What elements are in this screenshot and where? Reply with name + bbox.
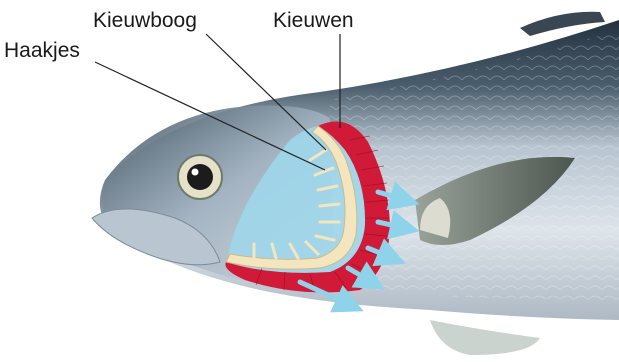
label-haakjes: Haakjes [4,40,80,61]
label-kieuwboog: Kieuwboog [93,10,197,31]
label-kieuwen: Kieuwen [273,10,354,31]
pelvic-fin [430,320,540,355]
eye [178,155,222,199]
